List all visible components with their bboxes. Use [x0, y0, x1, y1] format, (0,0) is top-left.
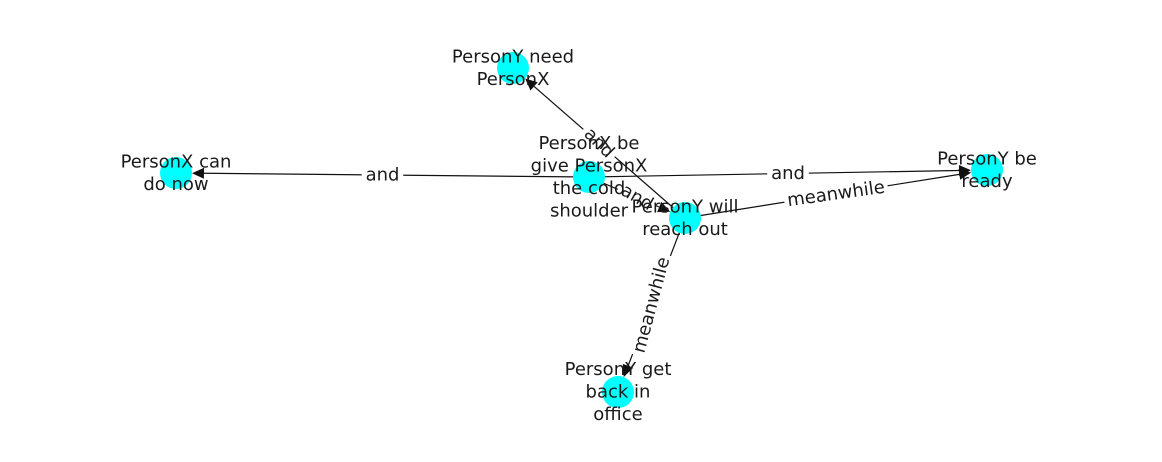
edge-label-background	[627, 251, 676, 359]
node-cando	[160, 157, 192, 189]
node-label-ready-line-1: ready	[961, 171, 1013, 192]
edge-label-group-center-ready: and	[767, 162, 809, 185]
arrow-head-icon	[192, 167, 205, 179]
edge-label-background	[767, 162, 809, 185]
edge-label-group-center-cando: and	[361, 164, 404, 186]
arrow-head-icon	[657, 201, 671, 213]
edge-label-group-reach-office: meanwhile	[627, 251, 676, 359]
node-need	[497, 52, 529, 84]
node-office	[602, 376, 634, 408]
node-label-need-line-1: PersonX	[477, 69, 550, 90]
edge-label-background	[613, 177, 661, 218]
node-label-center-line-1: give PersonX	[531, 155, 648, 176]
node-label-ready-line-0: PersonY be	[937, 148, 1037, 169]
arrow-head-icon	[525, 78, 538, 91]
arrow-head-icon	[622, 363, 634, 378]
edge-label-background	[361, 164, 404, 186]
node-label-need-line-0: PersonY need	[452, 46, 574, 67]
node-reach	[669, 202, 701, 234]
node-label-office-line-1: back in	[586, 382, 651, 403]
edge-label-background	[576, 120, 622, 166]
nodes-layer	[160, 52, 1003, 408]
node-label-office-line-0: PersonY get	[565, 359, 672, 380]
edge-label-center-cando: and	[366, 165, 400, 186]
node-label-center-line-2: the cold	[553, 178, 626, 199]
node-label-office-line-2: office	[593, 404, 642, 425]
node-label-center-line-3: shoulder	[550, 200, 629, 221]
node-ready	[971, 154, 1003, 186]
node-label-cando-line-1: do now	[143, 174, 208, 195]
edge-label-center-ready: and	[771, 163, 805, 184]
edge-label-reach-office: meanwhile	[629, 255, 675, 355]
edges-layer	[192, 78, 972, 378]
edge-label-background	[782, 175, 890, 213]
node-label-cando-line-0: PersonX can	[121, 151, 232, 172]
node-label-reach-line-1: reach out	[642, 219, 728, 240]
arrow-head-icon	[958, 169, 972, 180]
node-label-center-line-0: PersonX be	[538, 133, 639, 154]
node-label-reach-line-0: PersonY will	[632, 196, 739, 217]
node-center	[573, 161, 605, 193]
